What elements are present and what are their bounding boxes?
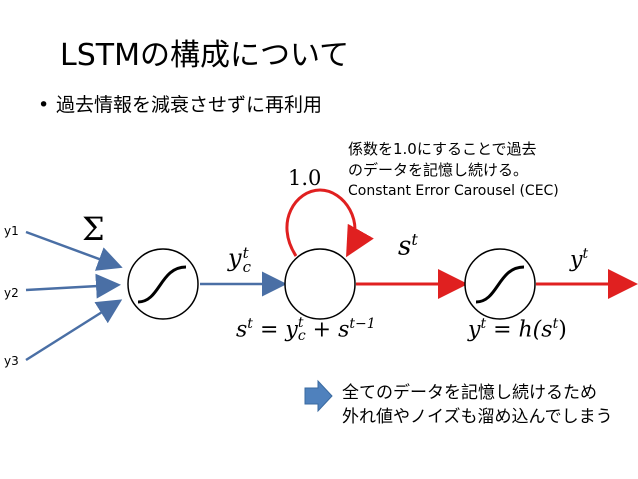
eq2-lhs: y (468, 317, 481, 343)
eq2-equals: = (493, 317, 512, 343)
note-line-1: 係数を1.0にすることで過去 (348, 140, 537, 158)
eq2-close: ) (558, 317, 567, 343)
y-sup: t (582, 246, 589, 262)
eq2-arg: s (541, 317, 553, 343)
callout-line-2: 外れ値やノイズも溜め込んでしまう (342, 407, 613, 427)
cell-neuron (284, 248, 356, 320)
s-label: st (398, 230, 418, 262)
s-sup: t (411, 230, 418, 249)
callout-arrow-icon (304, 379, 333, 413)
bullet-text: 過去情報を減衰させずに再利用 (56, 94, 323, 116)
output-equation: yt = h(st) (468, 316, 567, 342)
input-label-y2: y2 (4, 286, 19, 300)
callout-line-1: 全てのデータを記憶し続けるため (342, 383, 597, 403)
eq1-term1: y (285, 317, 298, 343)
eq1-lhs-sup: t (247, 316, 253, 332)
bullet-marker: • (38, 94, 50, 116)
recurrent-loop-arrow (285, 188, 374, 258)
s-base: s (398, 231, 412, 262)
input-neuron (127, 248, 199, 320)
sigmoid-icon (137, 265, 187, 304)
y-base: y (570, 247, 583, 273)
eq1-term2-sup: t−1 (349, 316, 376, 332)
eq1-equals: = (259, 317, 279, 343)
cec-note: 係数を1.0にすることで過去 のデータを記憶し続ける。 Constant Err… (348, 139, 559, 202)
y-label: yt (570, 246, 588, 272)
sigma-symbol: Σ (82, 210, 105, 248)
eq1-term1-sub: c (297, 328, 306, 345)
input-line-y2 (25, 273, 121, 299)
yc-sub: c (242, 257, 251, 276)
callout-text: 全てのデータを記憶し続けるため 外れ値やノイズも溜め込んでしまう (342, 381, 613, 429)
input-line-y1 (25, 230, 123, 271)
yc-sup: t (242, 243, 249, 262)
eq2-lhs-sup: t (480, 316, 487, 332)
yc-base: y (228, 244, 242, 272)
eq2-function: h( (518, 317, 542, 343)
bullet-point: • 過去情報を減衰させずに再利用 (38, 90, 322, 117)
coefficient-label: 1.0 (288, 166, 322, 190)
note-line-2: のデータを記憶し続ける。 (348, 161, 529, 179)
input-label-y3: y3 (4, 354, 19, 368)
page-title: LSTMの構成について (60, 38, 350, 73)
eq1-term1-sup: t (297, 315, 304, 332)
input-label-y1: y1 (4, 224, 19, 238)
sigmoid-icon-output (475, 265, 525, 304)
note-line-3: Constant Error Carousel (CEC) (348, 183, 559, 199)
eq1-lhs: s (236, 317, 248, 343)
input-line-y3 (25, 299, 123, 362)
eq1-term2: s (338, 317, 350, 343)
eq1-plus: + (312, 317, 332, 343)
eq2-arg-sup: t (552, 316, 559, 332)
